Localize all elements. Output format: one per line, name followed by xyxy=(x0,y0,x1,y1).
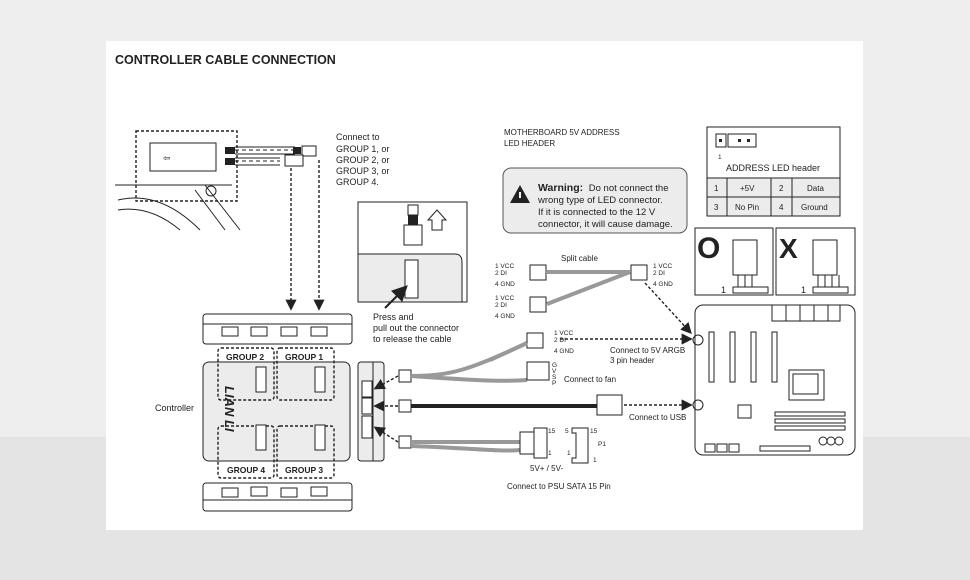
group-1-label: GROUP 1 xyxy=(285,352,323,362)
split-cable-pins-left-2: 1 VCC 2 DI 4 GND xyxy=(495,295,516,320)
svg-text:If it is connected to the 12 V: If it is connected to the 12 V xyxy=(538,207,656,218)
top-hub-strip xyxy=(202,313,353,345)
fan-pins: G V S P xyxy=(552,362,559,387)
split-cable-label: Split cable xyxy=(561,254,598,263)
motherboard-illustration xyxy=(692,304,856,456)
wrong-connection-illustration: X 1 xyxy=(775,227,856,296)
group-2-label: GROUP 2 xyxy=(226,352,264,362)
controller-body: LIAN LI xyxy=(202,347,351,479)
split-cable xyxy=(489,264,693,362)
correct-mark: O xyxy=(697,232,720,265)
svg-text:1: 1 xyxy=(718,154,722,161)
warning-box: Warning: Do not connect the wrong type o… xyxy=(502,167,688,234)
wrong-mark: X xyxy=(779,233,798,264)
svg-text:ADDRESS LED header: ADDRESS LED header xyxy=(726,163,820,173)
svg-text:Data: Data xyxy=(807,184,824,193)
arrow-left-icon: ⇦ xyxy=(163,153,171,163)
controller-label: Controller xyxy=(155,403,194,413)
correct-connection-illustration: O 1 xyxy=(694,227,774,296)
argb-cable-pins: 1 VCC 2 DI 4 GND xyxy=(554,330,575,355)
release-note: Press and pull out the connector to rele… xyxy=(373,312,462,344)
group-4-label: GROUP 4 xyxy=(227,465,265,475)
fan-connect-note: Connect to GROUP 1, or GROUP 2, or GROUP… xyxy=(336,132,392,187)
svg-text:3: 3 xyxy=(714,203,719,212)
svg-text:1: 1 xyxy=(714,184,719,193)
svg-text:wrong type of LED connector.: wrong type of LED connector. xyxy=(537,195,663,206)
svg-text:2: 2 xyxy=(779,184,784,193)
svg-text:4: 4 xyxy=(779,203,784,212)
address-led-header-table: 1 ADDRESS LED header 1 +5V 2 Data 3 No P… xyxy=(706,126,841,217)
controller-cables xyxy=(373,341,597,453)
svg-text:1: 1 xyxy=(801,285,806,295)
motherboard-header-title: MOTHERBOARD 5V ADDRESS LED HEADER xyxy=(504,128,622,148)
fan-strip-illustration: ⇦ xyxy=(115,130,317,231)
split-cable-pins-right: 1 VCC 2 DI 4 GND xyxy=(653,263,674,288)
svg-text:No Pin: No Pin xyxy=(735,203,759,212)
group-3-label: GROUP 3 xyxy=(285,465,323,475)
svg-text:+5V: +5V xyxy=(740,184,755,193)
argb-header-highlight xyxy=(692,334,704,346)
sata-p1-label: P1 xyxy=(598,441,606,448)
fan-label: Connect to fan xyxy=(564,375,616,384)
lian-li-logo: LIAN LI xyxy=(222,386,237,432)
sata-label: Connect to PSU SATA 15 Pin xyxy=(507,482,611,491)
svg-text:1: 1 xyxy=(721,285,726,295)
sata-pin-labels: 15 1 5 15 1 1 xyxy=(548,428,599,464)
argb-label: Connect to 5V ARGB 3 pin header xyxy=(610,346,687,365)
sata-connector xyxy=(519,427,589,464)
sata-voltage-label: 5V+ / 5V- xyxy=(530,464,563,473)
fan-connector xyxy=(526,361,550,381)
usb-header-highlight xyxy=(692,399,704,411)
controller-side-ports xyxy=(357,361,385,462)
usb-label: Connect to USB xyxy=(629,413,686,422)
svg-text:Ground: Ground xyxy=(801,203,828,212)
release-connector-illustration xyxy=(357,201,468,309)
svg-text:connector, it will cause damag: connector, it will cause damage. xyxy=(538,219,673,230)
usb-connector xyxy=(596,394,623,416)
svg-text:Warning: Do not connect: Warning: Do not connect the xyxy=(538,182,669,194)
bottom-hub-strip xyxy=(202,482,353,512)
split-cable-pins-left-1: 1 VCC 2 DI 4 GND xyxy=(495,263,516,288)
page-title: CONTROLLER CABLE CONNECTION xyxy=(115,53,336,67)
